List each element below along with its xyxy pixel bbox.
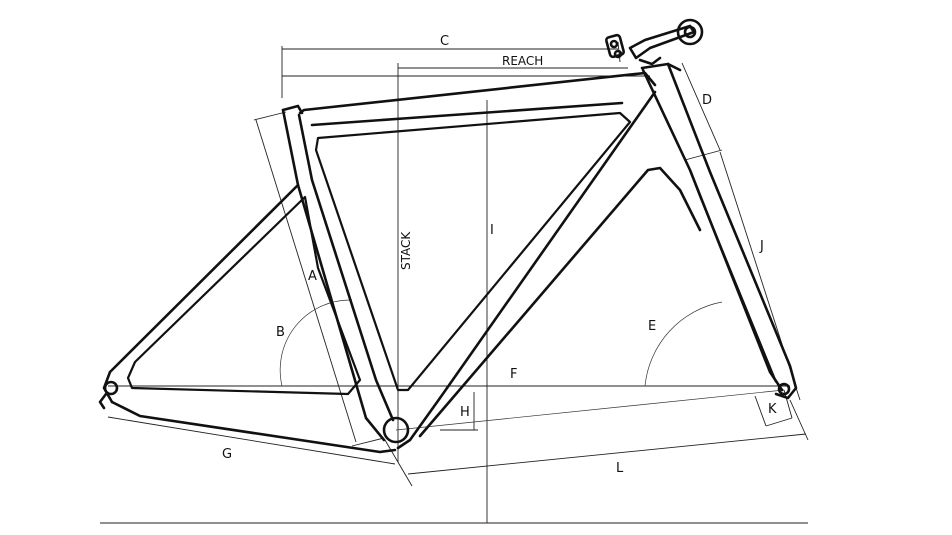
arc-b (279, 299, 353, 387)
label-reach: REACH (502, 54, 543, 68)
label-e: E (648, 319, 656, 334)
label-stack: STACK (399, 231, 413, 270)
label-g: G (222, 447, 232, 462)
dimension-a (253, 111, 385, 447)
stem-icon (605, 18, 704, 66)
label-c: C (440, 34, 449, 49)
label-d: D (702, 93, 712, 108)
dimension-h (440, 392, 478, 431)
dimension-d (681, 62, 721, 151)
dimension-reach (282, 67, 650, 77)
label-b: B (276, 325, 285, 340)
arc-e (644, 301, 723, 387)
dimension-c (281, 41, 621, 98)
label-l: L (616, 461, 624, 476)
label-h: H (460, 405, 470, 420)
label-j: J (759, 239, 764, 254)
label-k: K (768, 402, 777, 417)
dimension-g (107, 416, 396, 465)
label-f: F (510, 367, 517, 382)
bb-to-axle-line (395, 389, 785, 431)
bike-frame (98, 62, 798, 454)
dimension-j (684, 149, 801, 401)
label-a: A (308, 269, 317, 284)
dimension-l (384, 399, 809, 487)
label-i: I (490, 223, 494, 238)
